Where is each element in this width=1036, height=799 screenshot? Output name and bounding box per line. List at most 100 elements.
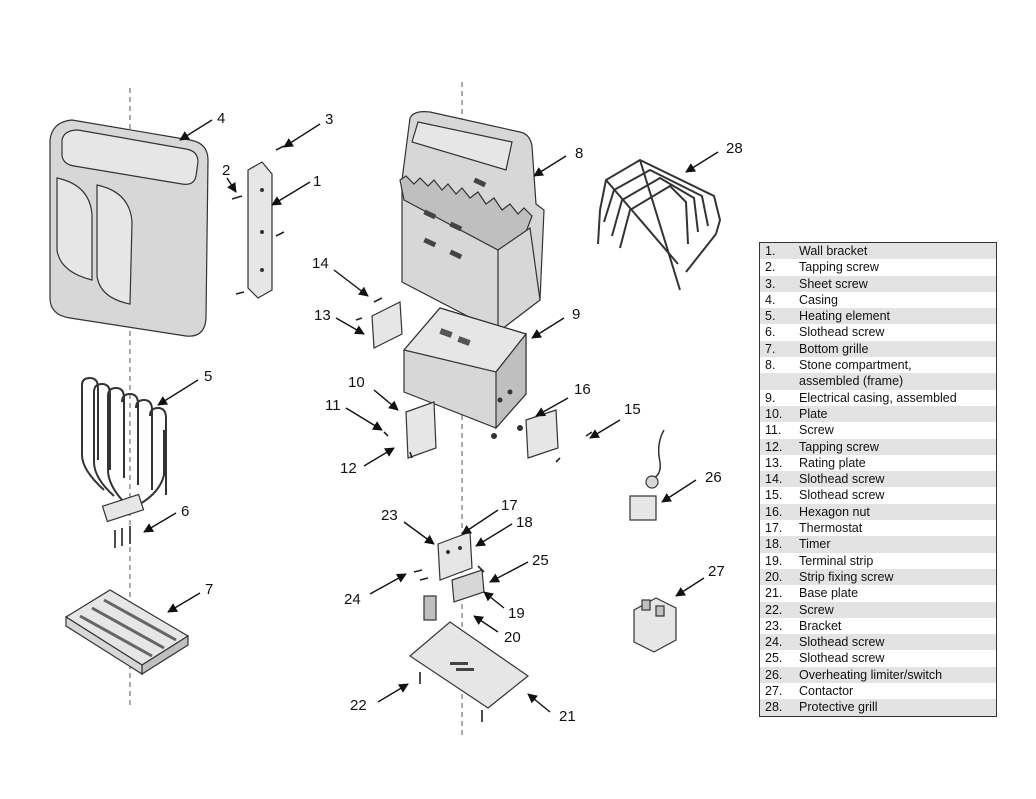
leader-21 (527, 693, 551, 713)
legend-item-label: Base plate (799, 586, 859, 601)
callout-25: 25 (532, 552, 549, 569)
legend-item: 19.Terminal strip (760, 553, 996, 569)
callout-10: 10 (348, 374, 365, 391)
leader-2 (226, 177, 237, 193)
base-plate-part (409, 621, 530, 722)
contactor-part (633, 597, 677, 653)
legend-item: 26.Overheating limiter/switch (760, 666, 996, 684)
callout-19: 19 (508, 605, 525, 622)
leader-5 (157, 379, 199, 406)
leader-11 (345, 407, 383, 431)
callout-7: 7 (205, 581, 213, 598)
legend-item-number: 7. (765, 341, 776, 356)
legend-item-number: 24. (765, 635, 783, 650)
legend-item-label: Tapping screw (799, 260, 879, 275)
legend-item: 23.Bracket (760, 618, 996, 634)
leader-20 (473, 615, 499, 633)
legend-item: 3.Sheet screw (760, 275, 996, 292)
callout-15: 15 (624, 401, 641, 418)
casing-part (49, 119, 209, 337)
callout-17: 17 (501, 497, 518, 514)
legend-item-label: Contactor (799, 684, 854, 699)
legend-item-number (765, 373, 799, 389)
callout-13: 13 (314, 307, 331, 324)
legend-item: 18.Timer (760, 536, 996, 553)
legend-item-number: 6. (765, 325, 776, 340)
wall-bracket-part (247, 161, 273, 299)
control-bracket-part (413, 531, 485, 621)
legend-item-label: Tapping screw (799, 439, 879, 454)
legend-item-label: Thermostat (799, 521, 863, 536)
legend-item-number: 26. (765, 667, 783, 682)
leader-9 (531, 317, 565, 339)
callout-11: 11 (325, 397, 341, 414)
legend-item-number: 5. (765, 309, 776, 324)
callout-28: 28 (726, 140, 743, 157)
callout-14: 14 (312, 255, 329, 272)
leader-12 (363, 447, 395, 467)
callout-12: 12 (340, 460, 357, 477)
callout-21: 21 (559, 708, 576, 725)
legend-item-number: 9. (765, 390, 776, 405)
legend-item-number: 8. (765, 358, 776, 373)
legend-item: 15. Slothead screw (760, 487, 996, 503)
leader-4 (179, 119, 213, 141)
legend-item-label: Slothead screw (799, 325, 885, 340)
legend-item: 24. Slothead screw (760, 634, 996, 651)
callout-numbers: 1 2 3 4 5 6 7 8 9 10 11 12 13 14 15 16 1… (181, 110, 743, 725)
bottom-grille-part (64, 589, 190, 676)
legend-item-label: Plate (799, 406, 828, 421)
legend-item: 14.Slothead screw (760, 471, 996, 488)
legend-item: 10.Plate (760, 405, 996, 423)
callout-16: 16 (574, 381, 591, 398)
legend-item-label: Protective grill (799, 700, 878, 715)
legend-item-number: 25. (765, 651, 783, 666)
legend-item-label: assembled (frame) (799, 374, 904, 389)
legend-item: 20.Strip fixing screw (760, 568, 996, 586)
legend-item-number: 1. (765, 244, 776, 258)
legend-item-label: Screw (799, 602, 834, 617)
legend-item-label: Slothead screw (799, 488, 885, 503)
legend-item-label: Slothead screw (799, 651, 885, 666)
callout-1: 1 (313, 173, 321, 190)
leader-6 (143, 512, 177, 533)
leader-26 (661, 479, 697, 503)
callout-26: 26 (705, 469, 722, 486)
legend-item-number: 28. (765, 700, 783, 715)
leader-23 (403, 521, 435, 545)
hexagon-nut-plate-part (525, 409, 559, 459)
legend-item-number: 2. (765, 260, 776, 275)
legend-item-label: Stone compartment, (799, 358, 912, 373)
legend-item-label: Slothead screw (799, 635, 885, 650)
leader-17 (461, 509, 499, 535)
leader-14 (333, 269, 369, 297)
leader-22 (377, 683, 409, 703)
callout-8: 8 (575, 145, 583, 162)
leader-25 (489, 561, 529, 583)
callout-27: 27 (708, 563, 725, 580)
legend-item-number: 15. (765, 488, 783, 503)
legend-item-label: Heating element (799, 309, 891, 324)
legend-item-label: Hexagon nut (799, 504, 870, 519)
legend-item-number: 19. (765, 553, 783, 568)
screws-part (231, 145, 285, 295)
legend-item-number: 18. (765, 537, 783, 552)
legend-item-number: 27. (765, 684, 783, 699)
overheating-limiter-part (629, 429, 665, 521)
legend-item: 11.Screw (760, 422, 996, 438)
legend-item: 21.Base plate (760, 585, 996, 601)
callout-4: 4 (217, 110, 225, 127)
legend-item-number: 13. (765, 455, 783, 470)
leader-13 (335, 317, 365, 335)
callout-3: 3 (325, 111, 333, 128)
legend-item-label: Casing (799, 292, 838, 307)
legend-item-label: Sheet screw (799, 276, 868, 291)
legend-item-number: 16. (765, 504, 783, 519)
legend-item-label: Electrical casing, assembled (799, 390, 957, 405)
callout-9: 9 (572, 306, 580, 323)
legend-item-number: 17. (765, 521, 783, 536)
callout-6: 6 (181, 503, 189, 520)
callout-20: 20 (504, 629, 521, 646)
legend-item: 12.Tapping screw (760, 438, 996, 455)
rating-plate-part (371, 301, 403, 349)
